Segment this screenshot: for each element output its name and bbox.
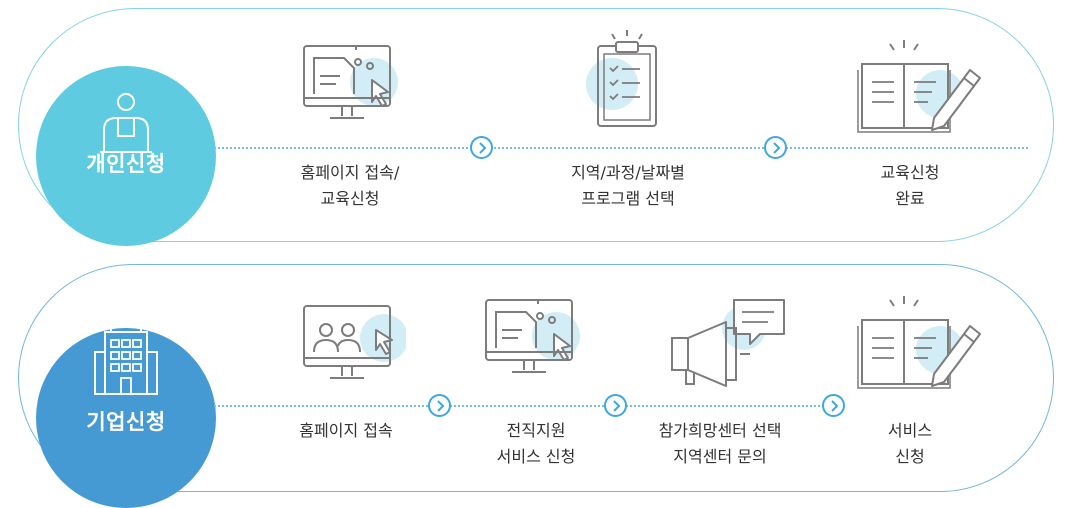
chevron-right-icon [764, 136, 787, 159]
corporate-flow-line [214, 405, 844, 407]
individual-flow-line [214, 147, 1028, 149]
corporate-title: 기업신청 [86, 410, 166, 434]
step-label-select-program: 지역/과정/날짜별 프로그램 선택 [571, 163, 685, 208]
open-book-pencil-icon [852, 34, 986, 138]
step-label-apply-complete: 교육신청 완료 [880, 163, 940, 208]
step-label-select-center: 참가희망센터 선택 지역센터 문의 [658, 421, 782, 466]
step-label-homepage-access: 홈페이지 접속 [299, 421, 393, 440]
chevron-right-icon [822, 394, 845, 417]
corporate-circle: 기업신청 [36, 308, 216, 508]
chevron-right-icon [470, 136, 493, 159]
megaphone-chat-icon [664, 294, 788, 394]
individual-circle: 개인신청 [36, 66, 216, 246]
monitor-document-cursor-icon [296, 36, 406, 136]
person-icon [36, 90, 216, 160]
monitor-video-call-icon [296, 296, 408, 396]
monitor-document-cursor-icon [478, 290, 588, 390]
step-label-service-apply: 서비스 신청 [887, 421, 933, 466]
chevron-right-icon [604, 394, 627, 417]
clipboard-checklist-icon [582, 28, 672, 136]
individual-title: 개인신청 [86, 152, 166, 176]
step-label-homepage-apply: 홈페이지 접속/ 교육신청 [300, 163, 400, 208]
step-label-outplacement-request: 전직지원 서비스 신청 [496, 421, 576, 466]
chevron-right-icon [428, 394, 451, 417]
open-book-pencil-icon [852, 290, 986, 394]
building-icon [36, 306, 216, 402]
